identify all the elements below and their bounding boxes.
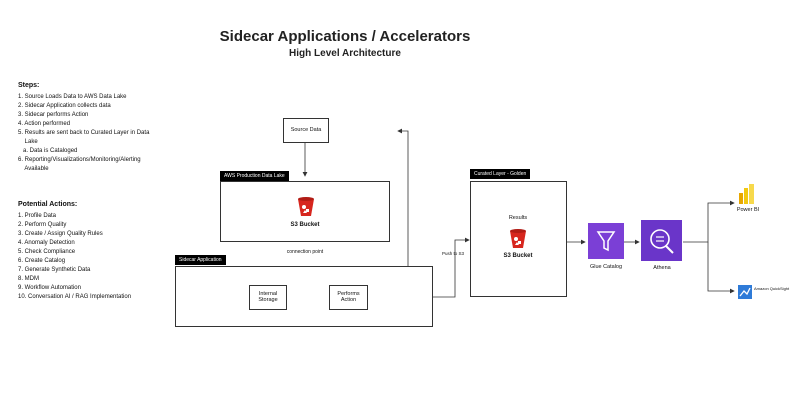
s3-bucket-label: S3 Bucket xyxy=(290,222,320,228)
internal-storage-box: Internal Storage xyxy=(249,285,287,310)
internal-storage-label: Internal Storage xyxy=(258,291,278,303)
step-item: a. Data is Cataloged xyxy=(18,148,78,154)
connection-point-label: connection point xyxy=(286,249,324,255)
source-data-label: Source Data xyxy=(290,127,322,133)
page-title: Sidecar Applications / Accelerators xyxy=(219,28,471,45)
results-label: Results xyxy=(508,215,528,221)
glue-catalog-label: Glue Catalog xyxy=(589,264,623,270)
action-item: 6. Create Catalog xyxy=(18,258,66,264)
arrow-athena-to-quicksight xyxy=(707,242,735,294)
actions-heading: Potential Actions: xyxy=(18,201,78,208)
sidecar-application-label: Sidecar Application xyxy=(175,255,226,265)
step-item: 2. Sidecar Application collects data xyxy=(18,103,111,109)
arrow-athena-to-powerbi xyxy=(683,200,735,243)
action-item: 5. Check Compliance xyxy=(18,249,76,255)
step-item: 4. Action performed xyxy=(18,121,71,127)
push-to-s3-label: Push to S3 xyxy=(441,251,464,256)
action-item: 8. MDM xyxy=(18,276,39,282)
page-subtitle: High Level Architecture xyxy=(289,48,401,59)
action-item: 4. Anomaly Detection xyxy=(18,240,75,246)
step-item: 5. Results are sent back to Curated Laye… xyxy=(18,130,150,136)
quicksight-label: Amazon QuickSight xyxy=(754,286,790,291)
s3-bucket-icon xyxy=(298,197,314,216)
glue-catalog-icon xyxy=(588,223,624,259)
step-item: 3. Sidecar performs Action xyxy=(18,112,89,118)
data-lake-label: AWS Production Data Lake xyxy=(220,171,289,181)
arrow-sidecar-to-curated xyxy=(433,237,470,298)
action-item: 9. Workflow Automation xyxy=(18,285,81,291)
step-item: Available xyxy=(18,166,49,172)
step-item: Lake xyxy=(18,139,38,145)
action-item: 3. Create / Assign Quality Rules xyxy=(18,231,103,237)
steps-heading: Steps: xyxy=(18,82,40,89)
results-s3-bucket-label: S3 Bucket xyxy=(503,253,533,259)
arrow-sidecar-to-source xyxy=(397,128,409,266)
athena-icon xyxy=(641,220,682,261)
source-data-box: Source Data xyxy=(283,118,329,143)
step-item: 6. Reporting/Visualizations/Monitoring/A… xyxy=(18,157,141,163)
performs-action-box: Performs Action xyxy=(329,285,368,310)
step-item: 1. Source Loads Data to AWS Data Lake xyxy=(18,94,127,100)
action-item: 7. Generate Synthetic Data xyxy=(18,267,91,273)
power-bi-icon xyxy=(738,183,756,205)
steps-list: 1. Source Loads Data to AWS Data Lake 2.… xyxy=(18,93,149,174)
performs-action-label: Performs Action xyxy=(337,291,360,303)
curated-layer-label: Curated Layer - Golden xyxy=(470,169,531,179)
sidecar-application-box xyxy=(175,266,433,327)
action-item: 2. Perform Quality xyxy=(18,222,67,228)
athena-label: Athena xyxy=(653,265,671,271)
quicksight-icon xyxy=(738,285,752,299)
action-item: 10. Conversation AI / RAG Implementation xyxy=(18,294,132,300)
action-item: 1. Profile Data xyxy=(18,213,57,219)
actions-list: 1. Profile Data 2. Perform Quality 3. Cr… xyxy=(18,212,131,302)
results-s3-bucket-icon xyxy=(510,229,526,248)
power-bi-label: Power BI xyxy=(736,207,760,213)
